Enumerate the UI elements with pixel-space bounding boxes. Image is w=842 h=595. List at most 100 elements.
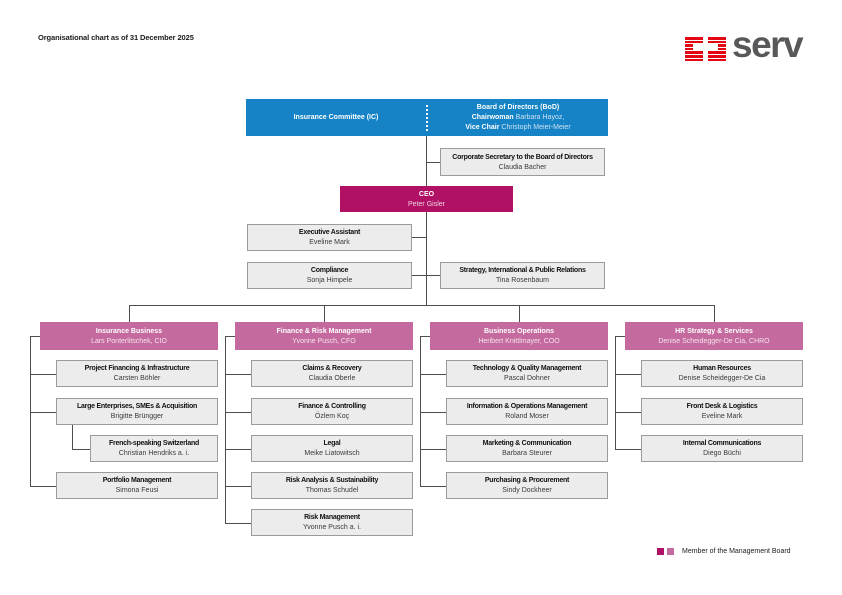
connector [615, 412, 641, 413]
ceo-name: Peter Gisler [408, 200, 445, 208]
serv-bracket-right-icon [708, 37, 726, 62]
connector [129, 305, 714, 306]
connector [519, 305, 520, 322]
unit-title: Legal [323, 440, 341, 447]
unit-title: Risk Analysis & Sustainability [285, 477, 379, 484]
connector [420, 449, 446, 450]
unit-box-portfolio-management: Portfolio Management Simona Feusi [56, 472, 218, 499]
serv-bracket-left-icon [685, 37, 703, 62]
legend-swatch-pink [667, 548, 674, 555]
unit-person: Pascal Dohner [504, 375, 550, 382]
unit-box-internal-communications: Internal Communications Diego Büchi [641, 435, 803, 462]
unit-person: Eveline Mark [309, 239, 350, 246]
unit-title: Purchasing & Procurement [484, 477, 570, 484]
unit-title: Finance & Controlling [298, 403, 366, 410]
page-title: Organisational chart as of 31 December 2… [38, 33, 194, 42]
unit-person: Eveline Mark [701, 413, 743, 420]
ceo-box: CEO Peter Gisler [340, 186, 513, 212]
unit-box-risk-analysis: Risk Analysis & Sustainability Thomas Sc… [251, 472, 413, 499]
unit-title: Technology & Quality Management [472, 365, 582, 372]
connector [420, 336, 421, 486]
division-head: Yvonne Pusch, CFO [292, 337, 356, 345]
unit-title: Compliance [310, 267, 349, 274]
serv-logo-text: serv [732, 24, 804, 65]
connector [225, 336, 226, 523]
serv-logo: serv [685, 24, 804, 65]
bod-cell: Board of Directors (BoD) Chairwoman Barb… [428, 99, 608, 136]
connector [72, 449, 90, 450]
vicechair-label: Vice Chair [465, 123, 500, 131]
connector [412, 275, 426, 276]
insurance-committee-cell: Insurance Committee (IC) [246, 99, 426, 136]
division-head: Lars Ponterlitschek, CIO [91, 337, 167, 345]
connector [615, 449, 641, 450]
unit-box-marketing-communication: Marketing & Communication Barbara Steure… [446, 435, 608, 462]
unit-box-project-financing: Project Financing & Infrastructure Carst… [56, 360, 218, 387]
serv-logo-icon [685, 37, 726, 62]
unit-box-large-enterprises: Large Enterprises, SMEs & Acquisition Br… [56, 398, 218, 425]
connector [714, 305, 715, 322]
unit-person: Denise Scheidegger-De Cia [678, 375, 766, 382]
connector [30, 486, 56, 487]
unit-title: Executive Assistant [298, 229, 361, 236]
unit-title: Claims & Recovery [302, 365, 362, 372]
connector [225, 486, 251, 487]
unit-box-risk-management: Risk Management Yvonne Pusch a. i. [251, 509, 413, 536]
unit-title: Front Desk & Logistics [686, 403, 758, 410]
unit-person: Diego Büchi [703, 450, 741, 457]
connector [30, 336, 40, 337]
legend-swatch-magenta [657, 548, 664, 555]
unit-title: Portfolio Management [102, 477, 172, 484]
unit-box-front-desk: Front Desk & Logistics Eveline Mark [641, 398, 803, 425]
connector [426, 136, 427, 186]
bod-vicechair-line: Vice Chair Christoph Meier-Meier [428, 123, 608, 133]
unit-person: Roland Moser [505, 413, 549, 420]
division-head: Denise Scheidegger-De Cia, CHRO [658, 337, 770, 345]
unit-person: Simona Feusi [115, 487, 159, 494]
unit-person: Tina Rosenbaum [495, 277, 550, 284]
unit-title: Corporate Secretary to the Board of Dire… [452, 153, 593, 161]
unit-person: Claudia Oberle [308, 375, 356, 382]
unit-person: Brigitte Brüngger [110, 413, 164, 420]
connector [426, 275, 440, 276]
division-title: Business Operations [483, 327, 555, 335]
connector [129, 305, 130, 322]
connector [225, 449, 251, 450]
unit-box-french-speaking: French-speaking Switzerland Christian He… [90, 435, 218, 462]
ceo-title: CEO [418, 190, 435, 198]
board-of-directors-box: Insurance Committee (IC) Board of Direct… [246, 99, 608, 136]
connector [426, 162, 440, 163]
division-header-hr-strategy: HR Strategy & Services Denise Scheidegge… [625, 322, 803, 350]
division-header-finance-risk: Finance & Risk Management Yvonne Pusch, … [235, 322, 413, 350]
connector [615, 336, 625, 337]
unit-box-information-operations: Information & Operations Management Rola… [446, 398, 608, 425]
connector [426, 212, 427, 305]
unit-person: Yvonne Pusch a. i. [303, 524, 361, 531]
executive-assistant-box: Executive Assistant Eveline Mark [247, 224, 412, 251]
connector [225, 336, 235, 337]
connector [225, 374, 251, 375]
unit-person: Sonja Himpele [306, 277, 353, 284]
unit-person: Özlem Koç [314, 413, 350, 420]
legend: Member of the Management Board [657, 548, 791, 555]
connector [30, 374, 56, 375]
connector [225, 412, 251, 413]
unit-title: French-speaking Switzerland [108, 440, 200, 447]
connector [30, 336, 31, 486]
unit-person: Sindy Dockheer [502, 487, 552, 494]
vicechair-name: Christoph Meier-Meier [501, 123, 571, 131]
division-title: HR Strategy & Services [675, 327, 753, 335]
unit-person: Claudia Bacher [498, 163, 547, 171]
unit-person: Barbara Steurer [502, 450, 552, 457]
division-header-insurance-business: Insurance Business Lars Ponterlitschek, … [40, 322, 218, 350]
division-title: Finance & Risk Management [276, 327, 372, 335]
division-header-business-operations: Business Operations Heribert Knittlmayer… [430, 322, 608, 350]
bod-chair-line: Chairwoman Barbara Hayoz, [428, 113, 608, 123]
bod-title: Board of Directors (BoD) [476, 103, 560, 111]
division-head: Heribert Knittlmayer, COO [478, 337, 560, 345]
legend-label: Member of the Management Board [682, 548, 791, 555]
corporate-secretary-box: Corporate Secretary to the Board of Dire… [440, 148, 605, 176]
connector [420, 486, 446, 487]
connector [324, 305, 325, 322]
